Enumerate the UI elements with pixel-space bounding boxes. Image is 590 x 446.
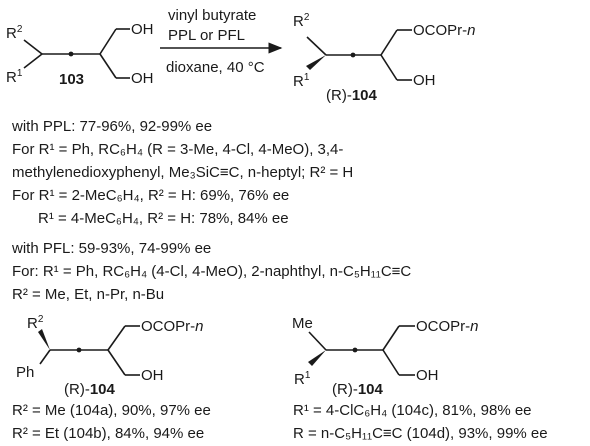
br-ester: OCOPr- [416,318,470,335]
ppl-header: with PPL: 77-96%, 92-99% ee [12,118,213,135]
result-104c: R¹ = 4-ClC₆H₄ (104c), 81%, 98% ee [293,402,532,419]
result-104d: R = n-C₅H₁₁C≡C (104d), 93%, 99% ee [293,425,548,442]
product-wedge-bond [306,55,326,70]
bl-ester: OCOPr- [141,318,195,335]
bl-config: (R)- [64,381,90,398]
condition-enzyme: PPL or PFL [168,27,245,44]
svg-text:R2: R2 [27,314,44,332]
sm-r2: R [6,25,17,42]
svg-text:(R)-104: (R)-104 [332,381,384,398]
bl-oh: OH [141,367,164,384]
sm-oh-top: OH [131,21,154,38]
allene-center-dot [76,347,82,353]
br-wedge-bond [308,350,326,366]
svg-text:(R)-104: (R)-104 [326,87,378,104]
sm-r2-sup: 2 [17,24,23,35]
svg-text:(R)-104: (R)-104 [64,381,116,398]
svg-text:R1: R1 [294,370,311,388]
allene-center-dot [352,347,358,353]
br-ester-n: n [470,318,478,335]
br-me: Me [292,315,313,332]
sm-oh-bottom: OH [131,70,154,87]
pr-r2: R [293,13,304,30]
pr-config: (R)- [326,87,352,104]
br-r1-sup: 1 [305,370,311,381]
compound-label-103: 103 [59,71,84,88]
sm-r1: R [6,69,17,86]
br-oh: OH [416,367,439,384]
product-104-me [308,325,415,376]
condition-solvent-temp: dioxane, 40 °C [166,59,265,76]
bl-wedge-bond [38,329,50,350]
result-104a: R² = Me (104a), 90%, 97% ee [12,402,211,419]
pr-ester-n: n [467,22,475,39]
ppl-scope-line-1: For R¹ = Ph, RC₆H₄ (R = 3-Me, 4-Cl, 4-Me… [12,141,344,158]
pr-r2-sup: 2 [304,12,310,23]
pr-ester: OCOPr- [413,22,467,39]
svg-text:OCOPr-n: OCOPr-n [141,318,204,335]
ppl-result-4-methyl: R¹ = 4-MeC₆H₄, R² = H: 78%, 84% ee [38,210,289,227]
svg-text:R2: R2 [6,24,23,42]
svg-text:R1: R1 [6,68,23,86]
svg-text:R1: R1 [293,72,310,90]
bl-ester-n: n [195,318,203,335]
bl-r2: R [27,315,38,332]
svg-text:OCOPr-n: OCOPr-n [416,318,479,335]
allene-center-dot [68,51,74,57]
pfl-header: with PFL: 59-93%, 74-99% ee [12,240,212,257]
br-r1: R [294,371,305,388]
pr-r1-sup: 1 [304,72,310,83]
pr-r1: R [293,73,304,90]
svg-text:R2: R2 [293,12,310,30]
bl-ph: Ph [16,364,34,381]
pr-oh: OH [413,72,436,89]
allene-center-dot [350,52,356,58]
sm-r1-sup: 1 [17,68,23,79]
condition-reagent: vinyl butyrate [168,7,256,24]
pfl-scope-line-2: R² = Me, Et, n-Pr, n-Bu [12,286,165,303]
pfl-scope-line-1: For: R¹ = Ph, RC₆H₄ (4-Cl, 4-MeO), 2-nap… [12,263,412,280]
ppl-scope-line-2: methylenedioxyphenyl, Me₃SiC≡C, n-heptyl… [12,164,354,181]
product-104-ph [39,325,140,376]
bl-compound-label: 104 [90,381,116,398]
ppl-result-2-methyl: For R¹ = 2-MeC₆H₄, R² = H: 69%, 76% ee [12,187,290,204]
br-config: (R)- [332,381,358,398]
br-compound-label: 104 [358,381,384,398]
svg-text:OCOPr-n: OCOPr-n [413,22,476,39]
result-104b: R² = Et (104b), 84%, 94% ee [12,425,205,442]
bl-r2-sup: 2 [38,314,44,325]
compound-label-104: 104 [352,87,378,104]
product-104 [306,29,412,81]
